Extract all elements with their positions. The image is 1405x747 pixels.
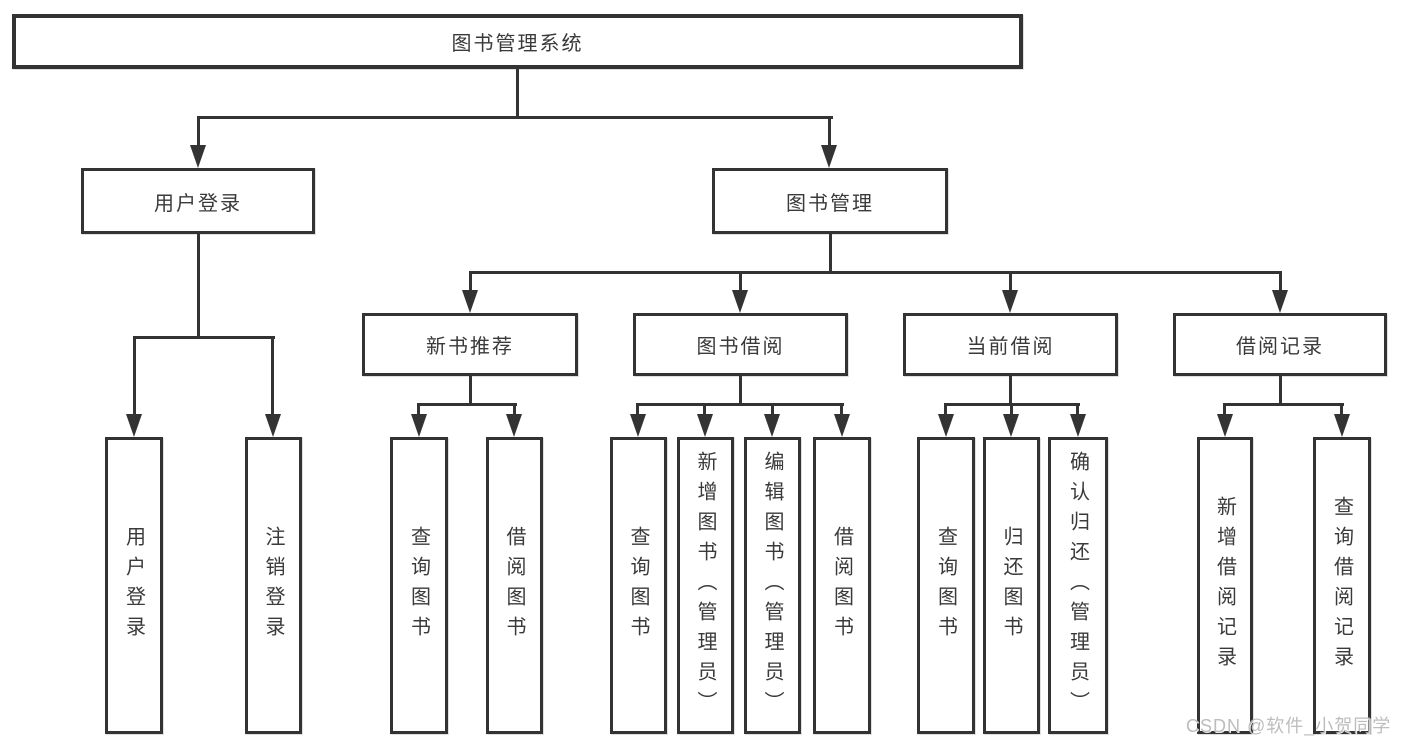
connector-current-borrow-stub	[1009, 271, 1012, 293]
node-confirm-return-admin: 确认归还（管理员）	[1048, 437, 1108, 734]
node-borrow-books-newbook: 借阅图书	[486, 437, 543, 734]
arrowhead-login-leaf	[126, 414, 142, 437]
connector-user-login-rail	[133, 336, 275, 339]
connector-login-leaf-stub	[133, 336, 136, 415]
connector-book-management-drop	[829, 234, 832, 274]
arrowhead-cb-query	[938, 414, 954, 437]
connector-br-add-stub	[1223, 403, 1226, 416]
arrowhead-nb-borrow	[506, 414, 522, 437]
arrowhead-bb-borrow	[834, 414, 850, 437]
node-user-login: 用户登录	[81, 168, 315, 234]
arrowhead-br-query	[1334, 414, 1350, 437]
arrowhead-bb-add	[697, 414, 713, 437]
connector-bb-query-stub	[636, 403, 639, 416]
connector-book-borrow-stub	[739, 271, 742, 293]
arrowhead-nb-query	[411, 414, 427, 437]
arrowhead-logout-leaf	[265, 414, 281, 437]
connector-cb-query-stub	[944, 403, 947, 416]
node-add-borrow-record: 新增借阅记录	[1197, 437, 1253, 734]
node-book-management-system: 图书管理系统	[12, 14, 1023, 69]
connector-user-login-drop	[197, 234, 200, 339]
node-query-books-newbook: 查询图书	[390, 437, 448, 734]
node-query-borrow-record: 查询借阅记录	[1313, 437, 1371, 734]
node-borrow-records: 借阅记录	[1173, 313, 1387, 376]
node-current-borrow: 当前借阅	[903, 313, 1118, 376]
arrowhead-book-borrow	[732, 290, 748, 313]
connector-cb-return-stub	[1010, 403, 1013, 416]
connector-borrow-records-stub	[1279, 271, 1282, 293]
node-add-books-admin: 新增图书（管理员）	[677, 437, 734, 734]
arrowhead-bb-query	[630, 414, 646, 437]
connector-level3-rail	[469, 271, 1282, 274]
node-book-borrow: 图书借阅	[633, 313, 848, 376]
connector-book-borrow-drop	[739, 376, 742, 406]
node-edit-books-admin: 编辑图书（管理员）	[744, 437, 801, 734]
csdn-watermark: CSDN @软件_小贺同学	[1186, 716, 1392, 736]
connector-br-query-stub	[1340, 403, 1343, 416]
connector-bb-add-stub	[703, 403, 706, 416]
arrowhead-cb-return	[1003, 414, 1019, 437]
arrowhead-user-login	[190, 145, 206, 168]
node-new-book-recommend: 新书推荐	[362, 313, 578, 376]
connector-nb-query-stub	[417, 403, 420, 416]
node-return-books: 归还图书	[983, 437, 1040, 734]
arrowhead-new-book	[462, 290, 478, 313]
node-logout-leaf: 注销登录	[245, 437, 302, 734]
arrowhead-bb-edit	[764, 414, 780, 437]
connector-new-book-drop	[469, 376, 472, 406]
node-book-management: 图书管理	[712, 168, 948, 234]
connector-book-borrow-rail	[636, 403, 844, 406]
node-query-books-current: 查询图书	[917, 437, 975, 734]
arrowhead-book-management	[821, 145, 837, 168]
connector-new-book-rail	[417, 403, 517, 406]
connector-level2-rail	[197, 116, 833, 119]
connector-logout-leaf-stub	[271, 336, 274, 415]
connector-borrow-records-rail	[1223, 403, 1344, 406]
arrowhead-current-borrow	[1002, 290, 1018, 313]
connector-borrow-records-drop	[1279, 376, 1282, 406]
connector-book-management-stub	[828, 116, 831, 148]
connector-bb-edit-stub	[771, 403, 774, 416]
node-user-login-leaf: 用户登录	[105, 437, 163, 734]
node-borrow-books-borrow: 借阅图书	[813, 437, 871, 734]
connector-new-book-stub	[469, 271, 472, 293]
connector-bb-borrow-stub	[840, 403, 843, 416]
connector-current-borrow-drop	[1009, 376, 1012, 406]
connector-root-drop	[516, 69, 519, 118]
connector-user-login-stub	[197, 116, 200, 148]
connector-cb-confirm-stub	[1076, 403, 1079, 416]
node-query-books-borrow: 查询图书	[610, 437, 667, 734]
arrowhead-borrow-records	[1272, 290, 1288, 313]
arrowhead-br-add	[1217, 414, 1233, 437]
arrowhead-cb-confirm	[1070, 414, 1086, 437]
connector-nb-borrow-stub	[513, 403, 516, 416]
